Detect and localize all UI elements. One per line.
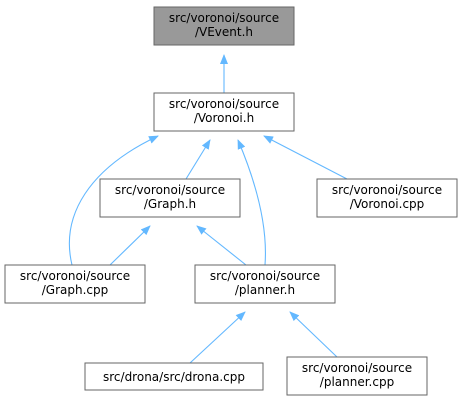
node-voronoi-cpp-box[interactable] xyxy=(316,178,458,218)
node-drona-cpp[interactable]: src/drona/src/drona.cpp xyxy=(84,362,264,391)
edges xyxy=(68,54,348,364)
node-graph-cpp-label-line1: src/voronoi/source xyxy=(20,269,130,283)
node-graph-h-label-line2: /Graph.h xyxy=(144,197,196,211)
node-voronoi-cpp[interactable]: src/voronoi/source /Voronoi.cpp xyxy=(316,178,458,218)
edge-planner-cpp-to-planner-h xyxy=(289,311,338,358)
edge-planner-h-to-graph-h xyxy=(196,225,247,266)
node-planner-h[interactable]: src/voronoi/source /planner.h xyxy=(194,264,336,304)
node-planner-cpp-box[interactable] xyxy=(286,356,428,396)
edge-graph-h-to-voronoi-h xyxy=(185,139,211,180)
node-graph-cpp-box[interactable] xyxy=(4,264,146,304)
node-graph-cpp-label-line2: /Graph.cpp xyxy=(42,283,109,297)
node-graph-cpp[interactable]: src/voronoi/source /Graph.cpp xyxy=(4,264,146,304)
node-graph-h[interactable]: src/voronoi/source /Graph.h xyxy=(99,178,241,218)
node-vevent-h-box xyxy=(153,6,295,46)
node-planner-h-label-line1: src/voronoi/source xyxy=(210,269,320,283)
node-voronoi-h-label-line1: src/voronoi/source xyxy=(169,97,279,111)
node-vevent-h: src/voronoi/source /VEvent.h xyxy=(153,6,295,46)
edge-graph-cpp-to-voronoi-h xyxy=(68,135,159,266)
node-planner-cpp[interactable]: src/voronoi/source /planner.cpp xyxy=(286,356,428,396)
node-planner-cpp-label-line1: src/voronoi/source xyxy=(302,361,412,375)
node-voronoi-h-label-line2: /Voronoi.h xyxy=(194,111,254,125)
node-graph-h-label-line1: src/voronoi/source xyxy=(115,183,225,197)
edge-planner-h-to-voronoi-h xyxy=(237,139,266,266)
node-voronoi-h-box[interactable] xyxy=(153,92,295,132)
edge-graph-cpp-to-graph-h xyxy=(109,225,151,266)
node-drona-cpp-box[interactable] xyxy=(84,362,264,391)
node-vevent-h-label-line2: /VEvent.h xyxy=(195,25,253,39)
node-graph-h-box[interactable] xyxy=(99,178,241,218)
node-voronoi-h[interactable]: src/voronoi/source /Voronoi.h xyxy=(153,92,295,132)
node-planner-cpp-label-line2: /planner.cpp xyxy=(320,375,394,389)
edge-voronoi-cpp-to-voronoi-h xyxy=(263,135,348,180)
node-planner-h-label-line2: /planner.h xyxy=(235,283,295,297)
node-drona-cpp-label: src/drona/src/drona.cpp xyxy=(103,370,245,384)
node-voronoi-cpp-label-line2: /Voronoi.cpp xyxy=(350,197,425,211)
edge-drona-cpp-to-planner-h xyxy=(189,311,246,364)
node-planner-h-box[interactable] xyxy=(194,264,336,304)
node-vevent-h-label-line1: src/voronoi/source xyxy=(169,11,279,25)
node-voronoi-cpp-label-line1: src/voronoi/source xyxy=(332,183,442,197)
